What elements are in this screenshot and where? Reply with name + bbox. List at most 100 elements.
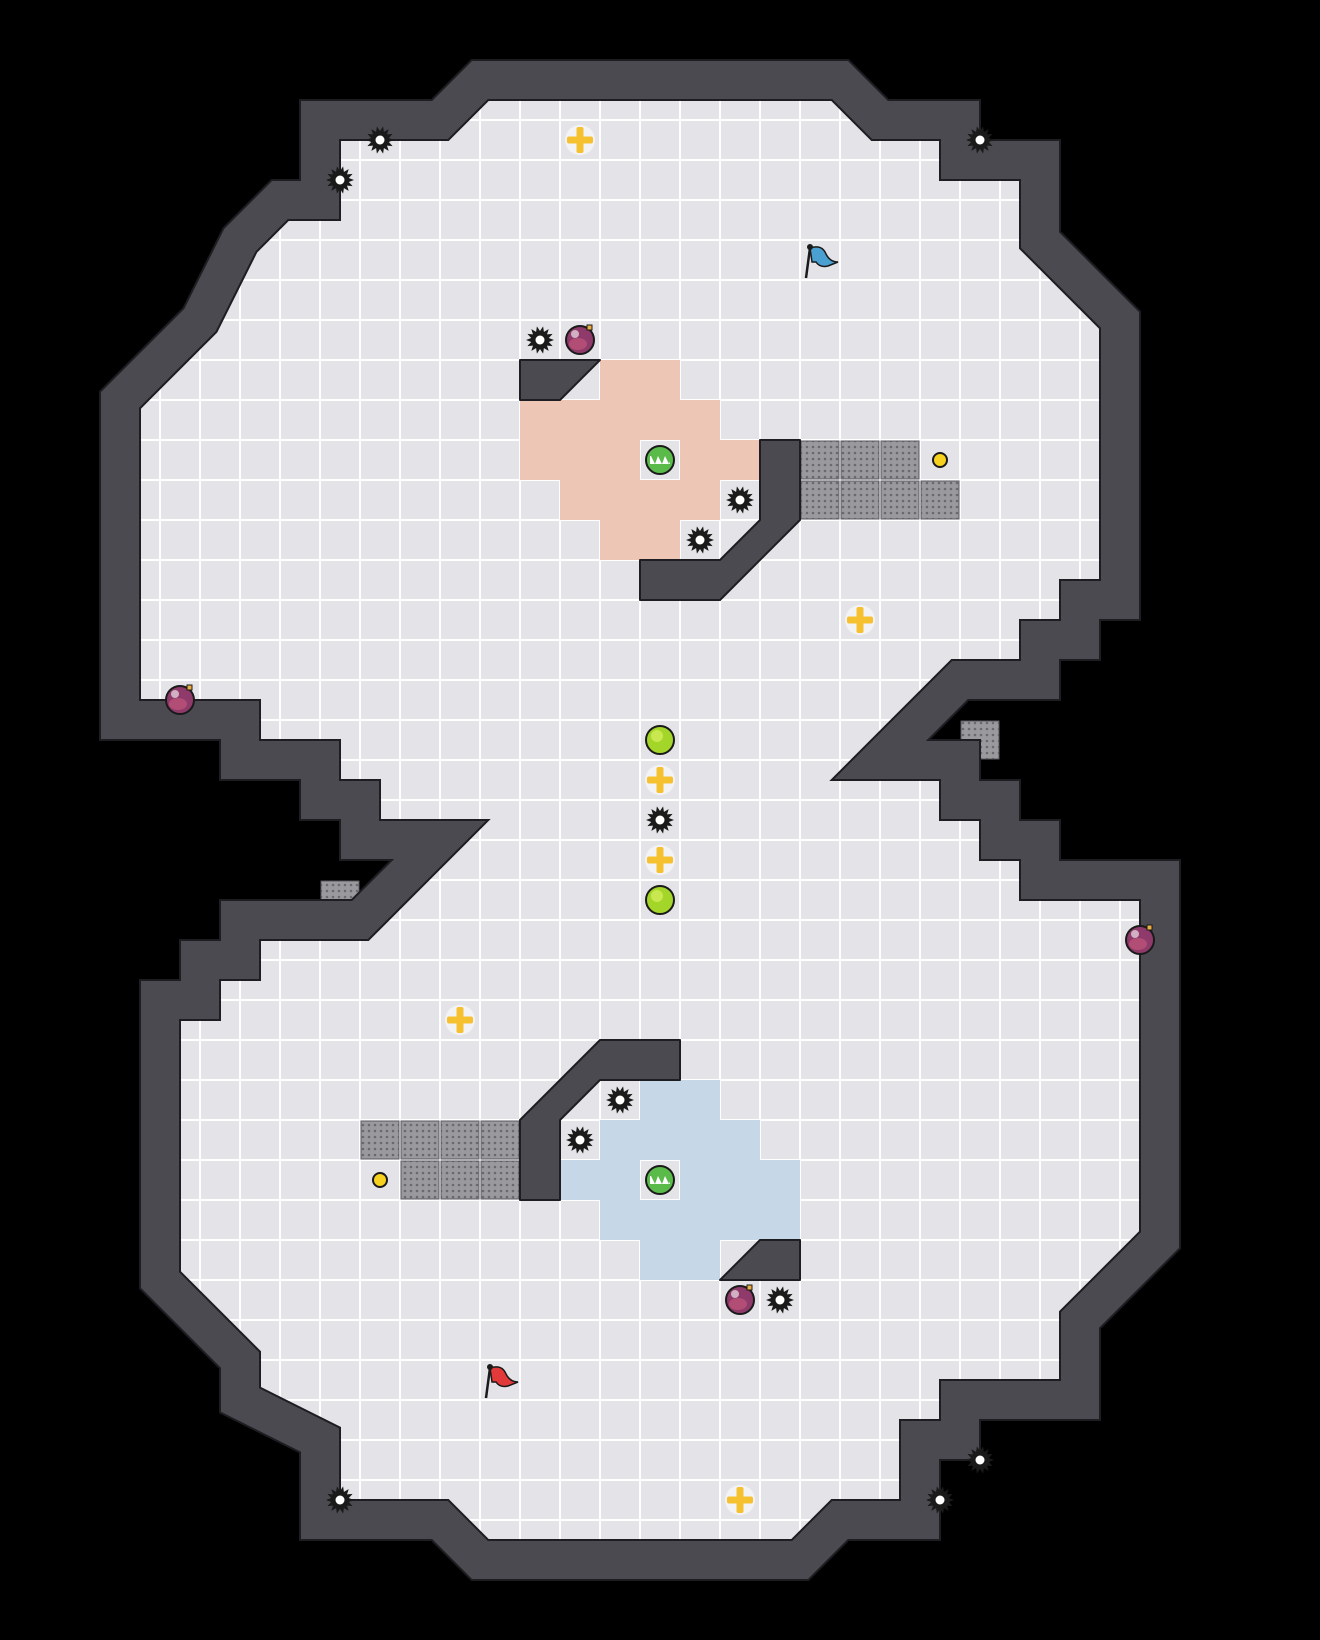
spike-icon[interactable] xyxy=(766,1286,794,1314)
spike-icon[interactable] xyxy=(566,1126,594,1154)
heal-icon[interactable] xyxy=(645,845,675,875)
spike-icon[interactable] xyxy=(526,326,554,354)
flag-pole xyxy=(484,1367,492,1399)
mesh-block xyxy=(800,480,840,520)
spike-center xyxy=(575,1135,585,1145)
mesh-block xyxy=(360,1120,400,1160)
blue-zone-tile xyxy=(680,1080,720,1120)
mesh-block xyxy=(400,1160,440,1200)
flag-knob xyxy=(487,1364,493,1370)
boost-shine xyxy=(651,890,663,902)
boost-shine xyxy=(651,730,663,742)
spike-icon[interactable] xyxy=(366,126,394,154)
spawn-icon[interactable] xyxy=(645,445,675,475)
bomb-shine xyxy=(571,330,579,338)
spike-center xyxy=(775,1295,785,1305)
blue-zone-tile xyxy=(640,1200,680,1240)
spawn-chevron xyxy=(665,456,672,464)
mesh-block xyxy=(840,480,880,520)
heal-bar-h xyxy=(847,616,873,624)
spawn-chevron xyxy=(665,1176,672,1184)
red-zone-tile xyxy=(680,480,720,520)
mesh-block xyxy=(800,440,840,480)
spike-icon[interactable] xyxy=(646,806,674,834)
bomb-icon[interactable] xyxy=(725,1284,755,1315)
flag-knob xyxy=(807,244,813,250)
spawn-chevron xyxy=(658,456,665,464)
flag-cloth xyxy=(809,246,839,268)
heal-icon[interactable] xyxy=(445,1005,475,1035)
spike-center xyxy=(615,1095,625,1105)
spike-center xyxy=(975,1455,985,1465)
heal-icon[interactable] xyxy=(565,125,595,155)
spike-icon[interactable] xyxy=(326,166,354,194)
red-zone-tile xyxy=(600,520,640,560)
heal-bar-h xyxy=(647,776,673,784)
bomb-shade xyxy=(169,698,187,710)
bomb-fuse xyxy=(746,1284,753,1291)
token-icon[interactable] xyxy=(372,1172,388,1188)
red-zone-tile xyxy=(640,400,680,440)
red-zone-tile xyxy=(520,440,560,480)
blue-zone-tile xyxy=(600,1160,640,1200)
red-zone-tile xyxy=(640,360,680,400)
heal-icon[interactable] xyxy=(645,765,675,795)
spike-center xyxy=(935,1495,945,1505)
spike-icon[interactable] xyxy=(606,1086,634,1114)
wall-top-corner xyxy=(639,439,801,601)
spawn-chevron xyxy=(651,456,658,464)
mesh-block xyxy=(480,1160,520,1200)
red-flag-icon[interactable] xyxy=(484,1364,519,1399)
mesh-block xyxy=(880,440,920,480)
red-zone-tile xyxy=(600,440,640,480)
bomb-icon[interactable] xyxy=(1125,924,1155,955)
boost-icon[interactable] xyxy=(645,885,675,915)
red-zone-tile xyxy=(720,440,760,480)
spawn-icon[interactable] xyxy=(645,1165,675,1195)
spike-icon[interactable] xyxy=(326,1486,354,1514)
spike-icon[interactable] xyxy=(966,1446,994,1474)
mesh-block xyxy=(440,1160,480,1200)
boost-icon[interactable] xyxy=(645,725,675,755)
spike-icon[interactable] xyxy=(926,1486,954,1514)
spike-center xyxy=(735,495,745,505)
blue-zone-tile xyxy=(680,1200,720,1240)
bomb-fuse xyxy=(586,324,593,331)
spike-center xyxy=(375,135,385,145)
bomb-fuse xyxy=(186,684,193,691)
blue-zone-tile xyxy=(760,1160,800,1200)
mesh-block xyxy=(440,1120,480,1160)
red-zone-tile xyxy=(560,440,600,480)
spike-icon[interactable] xyxy=(686,526,714,554)
red-zone-tile xyxy=(640,520,680,560)
red-zone-tile xyxy=(520,400,560,440)
bomb-icon[interactable] xyxy=(165,684,195,715)
flag-cloth xyxy=(489,1366,519,1388)
heal-bar-h xyxy=(447,1016,473,1024)
heal-icon[interactable] xyxy=(845,605,875,635)
blue-zone-tile xyxy=(600,1120,640,1160)
mesh-block xyxy=(840,440,880,480)
blue-flag-icon[interactable] xyxy=(804,244,839,279)
heal-icon[interactable] xyxy=(725,1485,755,1515)
red-zone-tile xyxy=(640,480,680,520)
bomb-icon[interactable] xyxy=(565,324,595,355)
red-zone-tile xyxy=(560,400,600,440)
blue-zone-tile xyxy=(680,1160,720,1200)
blue-zone-tile xyxy=(720,1160,760,1200)
blue-zone-tile xyxy=(640,1120,680,1160)
spike-icon[interactable] xyxy=(726,486,754,514)
spawn-chevron xyxy=(651,1176,658,1184)
spike-icon[interactable] xyxy=(966,126,994,154)
mesh-block xyxy=(920,480,960,520)
mesh-block xyxy=(400,1120,440,1160)
outer-wall xyxy=(101,61,1179,1579)
wall-bottom-corner xyxy=(519,1039,681,1201)
token-icon[interactable] xyxy=(932,452,948,468)
bomb-shade xyxy=(729,1298,747,1310)
red-zone-tile xyxy=(600,480,640,520)
spike-center xyxy=(335,175,345,185)
blue-zone-tile xyxy=(680,1240,720,1280)
